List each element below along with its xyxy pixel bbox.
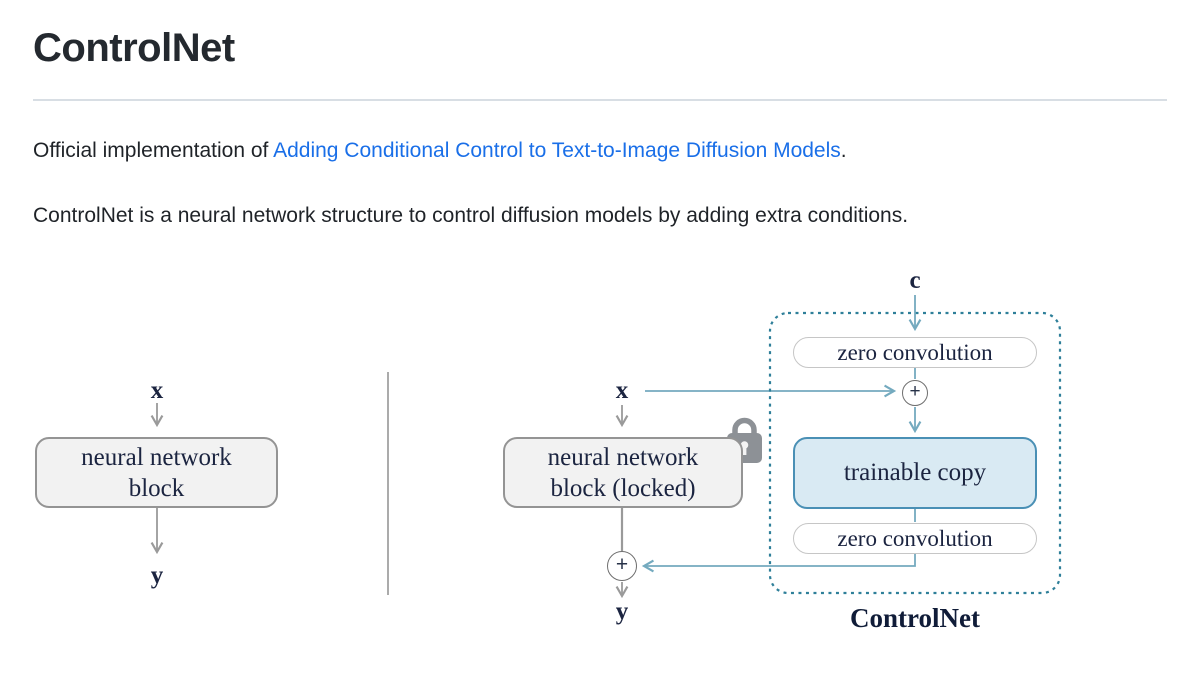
zero-convolution-top: zero convolution	[793, 337, 1037, 368]
intro-paragraph: Official implementation of Adding Condit…	[33, 137, 1173, 165]
description-paragraph: ControlNet is a neural network structure…	[33, 204, 909, 227]
intro-prefix: Official implementation of	[33, 139, 274, 162]
neural-network-block: neural network block	[35, 437, 278, 508]
title-divider	[33, 99, 1167, 101]
output-label-y: y	[150, 562, 164, 589]
zero-convolution-bottom: zero convolution	[793, 523, 1037, 554]
controlnet-architecture-figure: x neural network block y x neural networ…	[0, 255, 1200, 675]
input-label-x: x	[150, 377, 164, 404]
controlnet-caption: ControlNet	[850, 603, 980, 633]
add-icon: +	[607, 551, 637, 581]
trainable-copy-block: trainable copy	[793, 437, 1037, 509]
intro-suffix: .	[840, 139, 847, 162]
page-title: ControlNet	[33, 26, 235, 70]
block-label-line2: block	[128, 474, 185, 502]
arrow-zero-conv-to-sum-left	[641, 554, 916, 573]
paper-link[interactable]: Adding Conditional Control to Text-to-Im…	[273, 139, 841, 162]
locked-block-label-line1: neural network	[547, 443, 699, 471]
add-icon: +	[902, 380, 928, 406]
locked-output-label-y: y	[615, 598, 629, 625]
block-label-line1: neural network	[81, 443, 232, 471]
locked-neural-network-block: neural network block (locked)	[503, 437, 743, 508]
locked-input-label-x: x	[615, 377, 629, 404]
condition-label-c: c	[909, 267, 921, 294]
locked-block-label-line2: block (locked)	[550, 474, 696, 502]
